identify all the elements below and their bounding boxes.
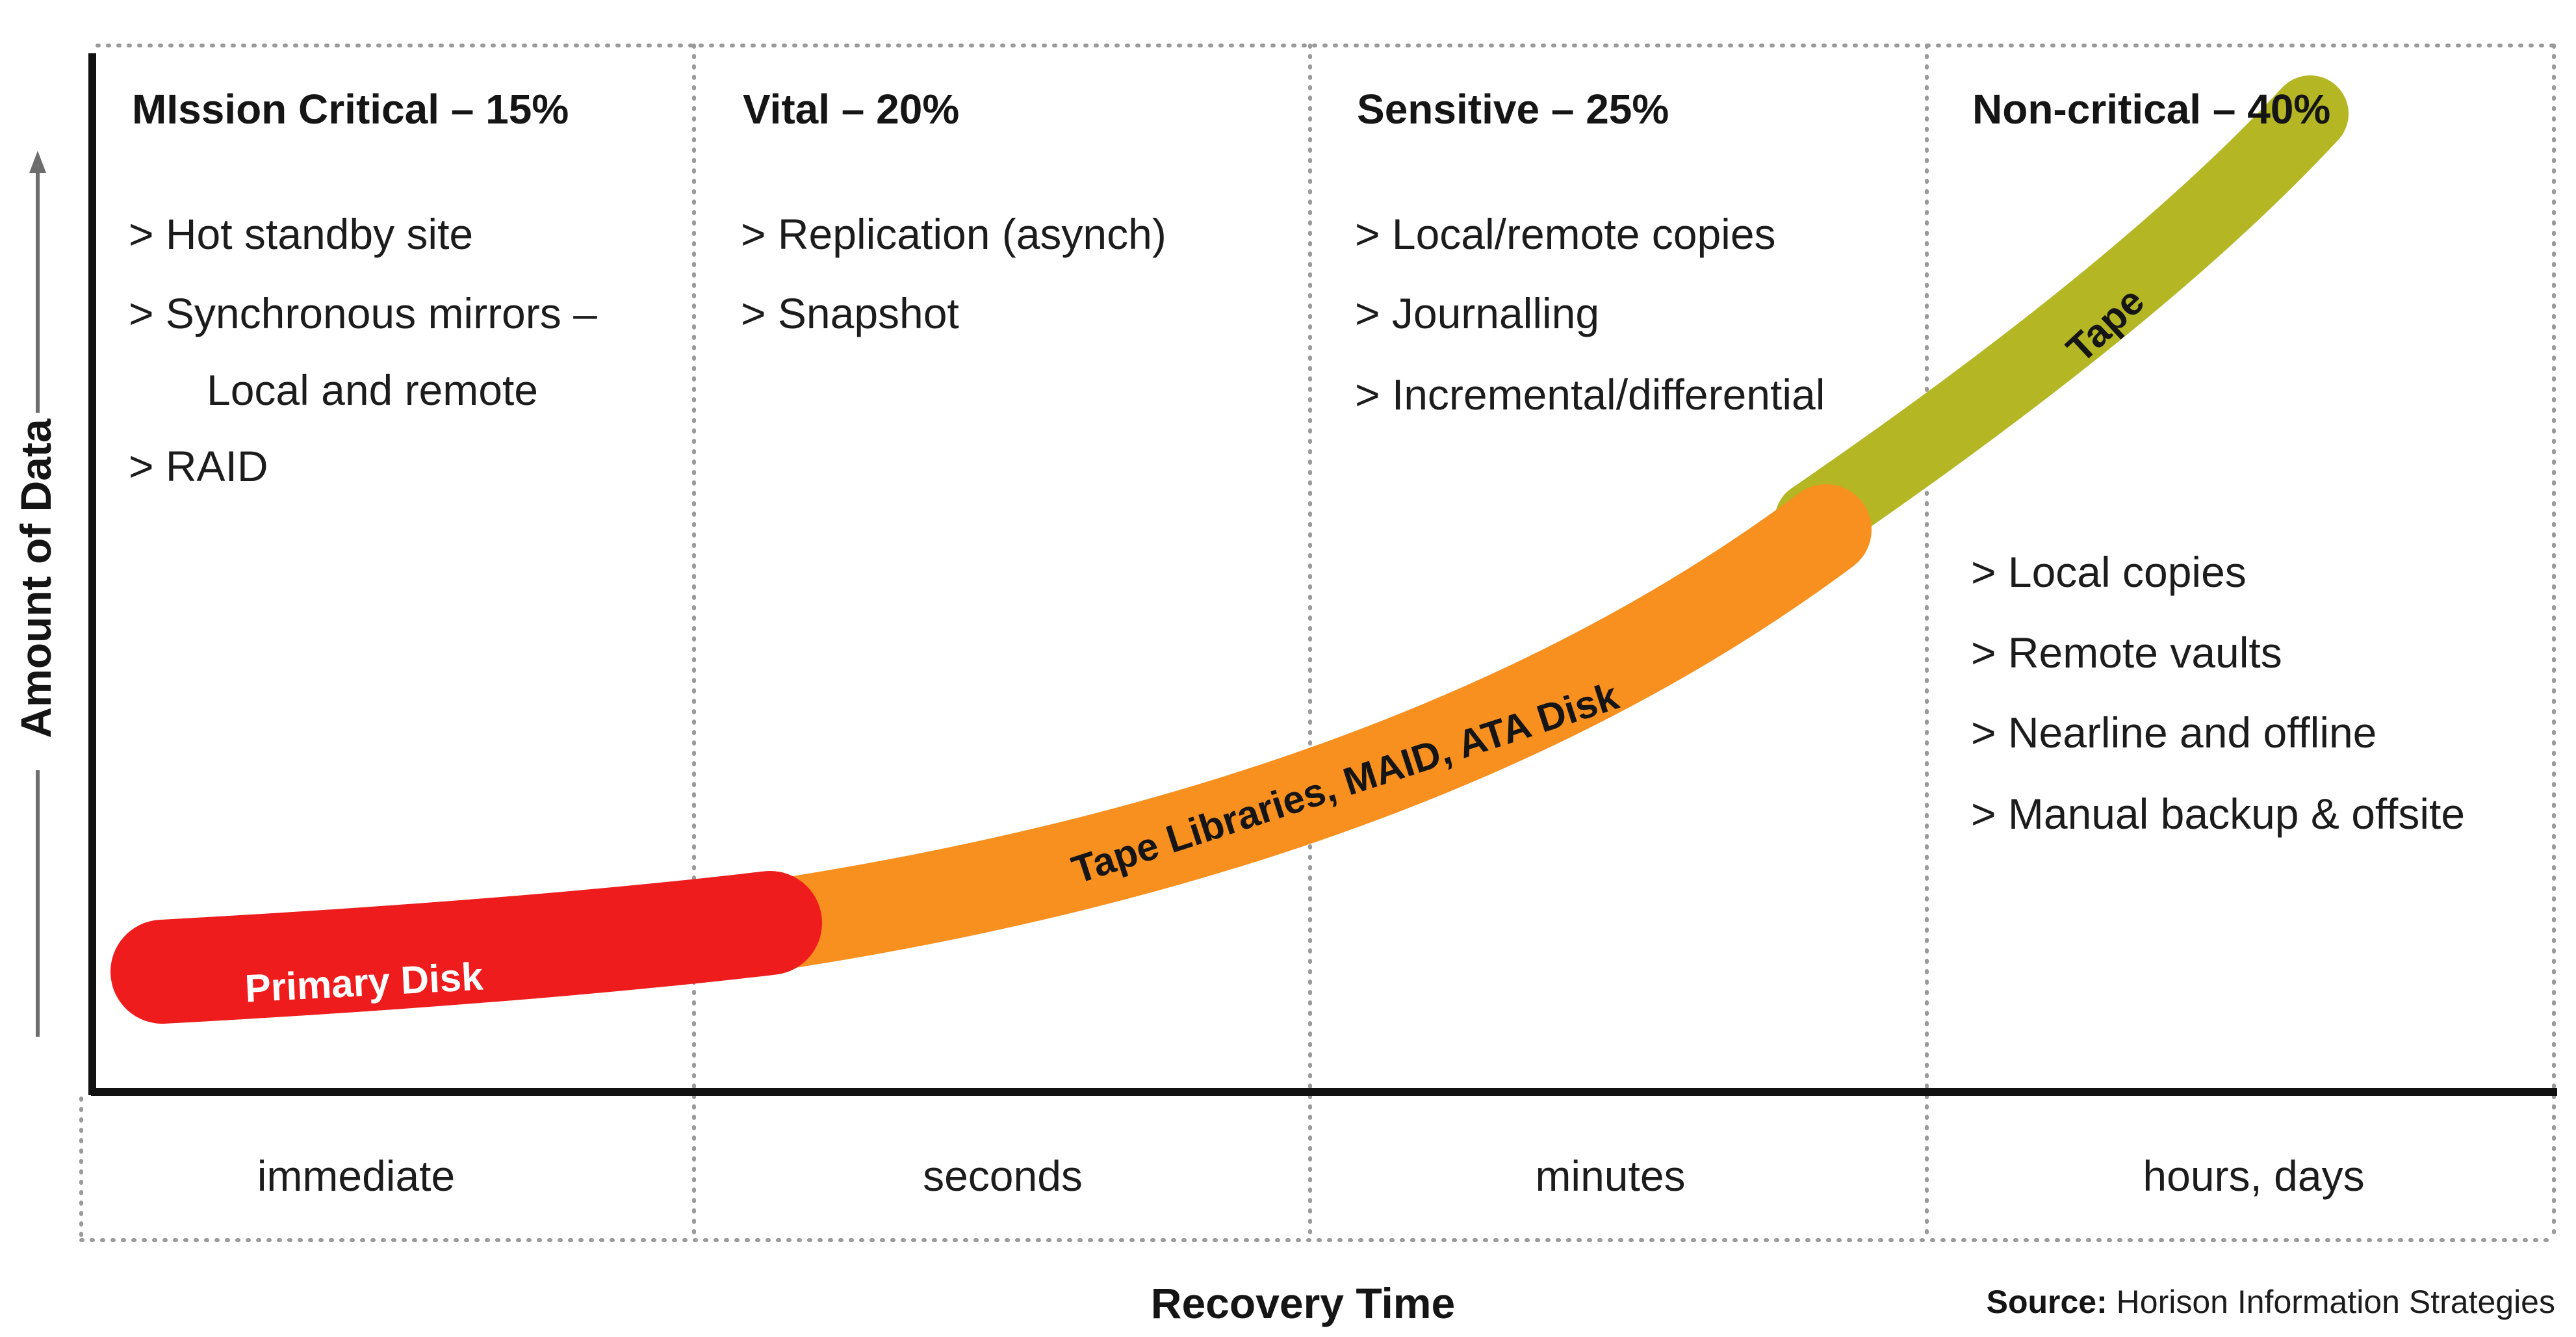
tier-item: > RAID <box>129 442 268 490</box>
x-axis-title: Recovery Time <box>1151 1279 1455 1327</box>
tier-item: > Remote vaults <box>1971 629 2282 677</box>
axes <box>88 53 2557 1096</box>
tier-column-1: MIssion Critical – 15% > Hot standby sit… <box>129 86 597 490</box>
y-axis-title: Amount of Data <box>12 418 60 738</box>
time-label-immediate: immediate <box>257 1152 455 1200</box>
time-label-seconds: seconds <box>923 1152 1083 1200</box>
tier-item: Local and remote <box>207 366 538 414</box>
tier-item: > Journalling <box>1355 289 1599 337</box>
tier-item: > Incremental/differential <box>1355 370 1825 419</box>
dotted-grid <box>79 44 2556 1242</box>
time-label-hours-days: hours, days <box>2143 1152 2364 1200</box>
tier-item: > Synchronous mirrors – <box>129 289 597 337</box>
source-label: Source <box>1987 1284 2097 1320</box>
recovery-time-labels: immediate seconds minutes hours, days <box>257 1152 2365 1200</box>
source-credit: Source: Horison Information Strategies <box>1987 1284 2555 1320</box>
tape-band <box>1775 75 2349 558</box>
tier-column-4: Non-critical – 40% > Local copies > Remo… <box>1971 86 2465 838</box>
source-text: Horison Information Strategies <box>2107 1284 2555 1320</box>
tier-title: Sensitive – 25% <box>1357 86 1669 133</box>
tier-item: > Replication (asynch) <box>741 210 1166 258</box>
arrow-head <box>29 151 46 173</box>
y-axis-arrow <box>29 151 46 1037</box>
tier-item: > Local copies <box>1971 548 2247 596</box>
tier-title: Non-critical – 40% <box>1972 86 2330 133</box>
tier-column-2: Vital – 20% > Replication (asynch) > Sna… <box>741 86 1166 337</box>
tier-item: > Nearline and offline <box>1971 708 2376 757</box>
tier-title: Vital – 20% <box>743 86 959 133</box>
tier-item: > Manual backup & offsite <box>1971 790 2465 838</box>
source-separator: : <box>2096 1284 2107 1320</box>
primary-disk-band <box>110 871 822 1024</box>
time-label-minutes: minutes <box>1535 1152 1685 1200</box>
tier-item: > Hot standby site <box>129 210 473 258</box>
storage-bands <box>110 75 2349 1024</box>
tier-column-3: Sensitive – 25% > Local/remote copies > … <box>1355 86 1825 419</box>
tier-title: MIssion Critical – 15% <box>132 86 569 133</box>
tape-libraries-band <box>721 484 1872 972</box>
tier-item: > Local/remote copies <box>1355 210 1776 258</box>
tape-libraries-label: Tape Libraries, MAID, ATA Disk <box>1066 674 1623 892</box>
tier-item: > Snapshot <box>741 289 959 337</box>
